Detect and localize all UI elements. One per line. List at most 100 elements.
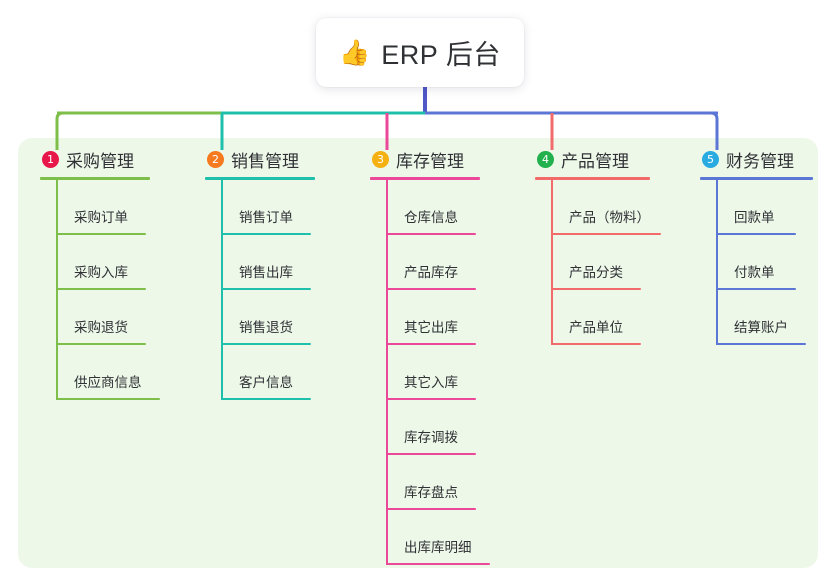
branch-item[interactable]: 客户信息: [221, 345, 355, 400]
branch-column: 3 库存管理仓库信息产品库存其它出库其它入库库存调拨库存盘点出库库明细: [370, 146, 520, 565]
branch-item-underline: [56, 398, 160, 400]
branch-item[interactable]: 其它入库: [386, 345, 520, 400]
branch-item[interactable]: 采购订单: [56, 180, 190, 235]
branch-item-label: 采购退货: [74, 320, 128, 335]
root-node[interactable]: 👍 ERP 后台: [316, 18, 524, 87]
branch-item-label: 出库库明细: [404, 540, 472, 555]
branch-item-label: 销售订单: [239, 210, 293, 225]
branch-title: 库存管理: [396, 151, 464, 171]
branch-item-underline: [386, 563, 490, 565]
branch-item[interactable]: 仓库信息: [386, 180, 520, 235]
branch-title: 财务管理: [726, 151, 794, 171]
branch-item[interactable]: 产品分类: [551, 235, 685, 290]
branch-title: 销售管理: [231, 151, 299, 171]
branch-item-underline: [551, 288, 641, 290]
branch-item-underline: [221, 233, 311, 235]
branch-item-label: 其它出库: [404, 320, 458, 335]
branch-item-underline: [386, 288, 476, 290]
branch-header[interactable]: 2 销售管理: [205, 146, 355, 172]
branch-item-label: 采购入库: [74, 265, 128, 280]
branch-item[interactable]: 产品库存: [386, 235, 520, 290]
branch-item-list: 仓库信息产品库存其它出库其它入库库存调拨库存盘点出库库明细: [370, 180, 520, 565]
branch-item-underline: [386, 398, 476, 400]
branch-item-label: 产品库存: [404, 265, 458, 280]
branch-column: 4 产品管理产品（物料） 产品分类产品单位: [535, 146, 685, 345]
branch-item-label: 仓库信息: [404, 210, 458, 225]
branch-item-label: 销售退货: [239, 320, 293, 335]
branch-spine: [56, 180, 58, 400]
branch-item-label: 回款单: [734, 210, 775, 225]
branch-item-underline: [716, 343, 806, 345]
branch-item-underline: [551, 343, 641, 345]
branch-item-underline: [56, 288, 146, 290]
branch-column: 5 财务管理回款单付款单结算账户: [700, 146, 839, 345]
branch-item-label: 结算账户: [734, 320, 788, 335]
branch-item-underline: [221, 343, 311, 345]
branch-header[interactable]: 3 库存管理: [370, 146, 520, 172]
branch-header[interactable]: 1 采购管理: [40, 146, 190, 172]
branch-header-underline: [370, 177, 480, 180]
thumbs-up-icon: 👍: [339, 39, 371, 67]
branch-header-underline: [40, 177, 150, 180]
branch-header-underline: [205, 177, 315, 180]
branch-item-label: 库存调拨: [404, 430, 458, 445]
branch-header-underline: [535, 177, 650, 180]
branch-header[interactable]: 4 产品管理: [535, 146, 685, 172]
branch-item-underline: [386, 343, 476, 345]
branch-item[interactable]: 供应商信息: [56, 345, 190, 400]
branch-spine: [221, 180, 223, 400]
branch-item-label: 产品（物料）: [569, 210, 650, 225]
branch-item[interactable]: 其它出库: [386, 290, 520, 345]
branch-item[interactable]: 采购退货: [56, 290, 190, 345]
branch-item-label: 销售出库: [239, 265, 293, 280]
branch-number-badge: 5: [702, 150, 719, 168]
branch-title: 产品管理: [561, 151, 629, 171]
branch-item[interactable]: 结算账户: [716, 290, 839, 345]
branch-item-underline: [221, 398, 311, 400]
branch-number-badge: 1: [42, 150, 59, 168]
branches-panel: [18, 138, 818, 568]
branch-item-list: 销售订单销售出库销售退货客户信息: [205, 180, 355, 400]
branch-item-underline: [386, 508, 476, 510]
branch-item-label: 产品单位: [569, 320, 623, 335]
branch-item[interactable]: 销售订单: [221, 180, 355, 235]
branch-item-label: 供应商信息: [74, 375, 142, 390]
branch-item[interactable]: 产品（物料）: [551, 180, 685, 235]
branch-item-underline: [221, 288, 311, 290]
branch-item[interactable]: 回款单: [716, 180, 839, 235]
branch-item-underline: [716, 288, 796, 290]
branch-item[interactable]: 采购入库: [56, 235, 190, 290]
branch-item[interactable]: 销售退货: [221, 290, 355, 345]
branch-title: 采购管理: [66, 151, 134, 171]
branch-item-list: 采购订单采购入库采购退货供应商信息: [40, 180, 190, 400]
branch-item[interactable]: 库存调拨: [386, 400, 520, 455]
branch-item-label: 其它入库: [404, 375, 458, 390]
branch-spine: [551, 180, 553, 345]
branch-item[interactable]: 库存盘点: [386, 455, 520, 510]
branch-header-underline: [700, 177, 813, 180]
branch-item-list: 回款单付款单结算账户: [700, 180, 839, 345]
branch-item-label: 产品分类: [569, 265, 623, 280]
branch-item-underline: [56, 343, 146, 345]
branch-column: 1 采购管理采购订单采购入库采购退货供应商信息: [40, 146, 190, 400]
branch-number-badge: 4: [537, 150, 554, 168]
branch-item-underline: [56, 233, 146, 235]
branch-column: 2 销售管理销售订单销售出库销售退货客户信息: [205, 146, 355, 400]
branch-item-underline: [716, 233, 796, 235]
branch-item-underline: [386, 453, 476, 455]
root-title: ERP 后台: [381, 40, 501, 70]
branch-item-label: 客户信息: [239, 375, 293, 390]
branch-item-label: 付款单: [734, 265, 775, 280]
branch-header[interactable]: 5 财务管理: [700, 146, 839, 172]
branch-item-list: 产品（物料） 产品分类产品单位: [535, 180, 685, 345]
branch-number-badge: 3: [372, 150, 389, 168]
branch-item[interactable]: 销售出库: [221, 235, 355, 290]
branch-item[interactable]: 付款单: [716, 235, 839, 290]
branch-item-underline: [551, 233, 661, 235]
branch-spine: [716, 180, 718, 345]
branch-item-underline: [386, 233, 476, 235]
branch-item[interactable]: 出库库明细: [386, 510, 520, 565]
branch-number-badge: 2: [207, 150, 224, 168]
branch-item[interactable]: 产品单位: [551, 290, 685, 345]
